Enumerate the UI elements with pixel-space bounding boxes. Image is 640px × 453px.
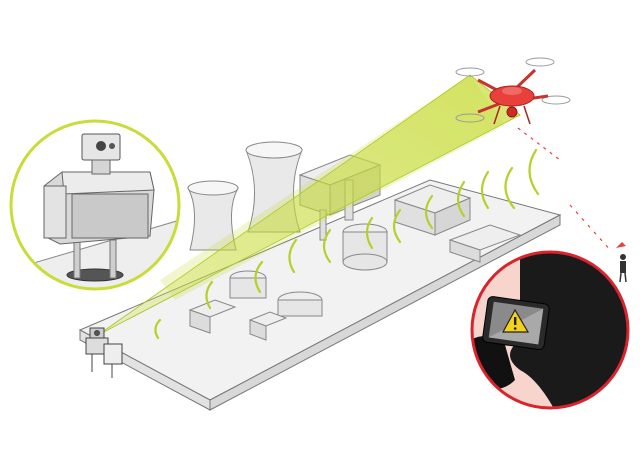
radar-sensor-icon [85, 327, 123, 378]
sensor-zoom-circle [9, 119, 181, 291]
warning-triangle-icon [501, 308, 530, 333]
control-link [517, 127, 613, 253]
drone-operator-icon [616, 242, 627, 283]
operator-alert-circle [470, 250, 630, 410]
zoom-beam [160, 75, 505, 300]
rf-signal-waves [154, 148, 540, 340]
quadcopter-drone-icon [455, 57, 571, 125]
